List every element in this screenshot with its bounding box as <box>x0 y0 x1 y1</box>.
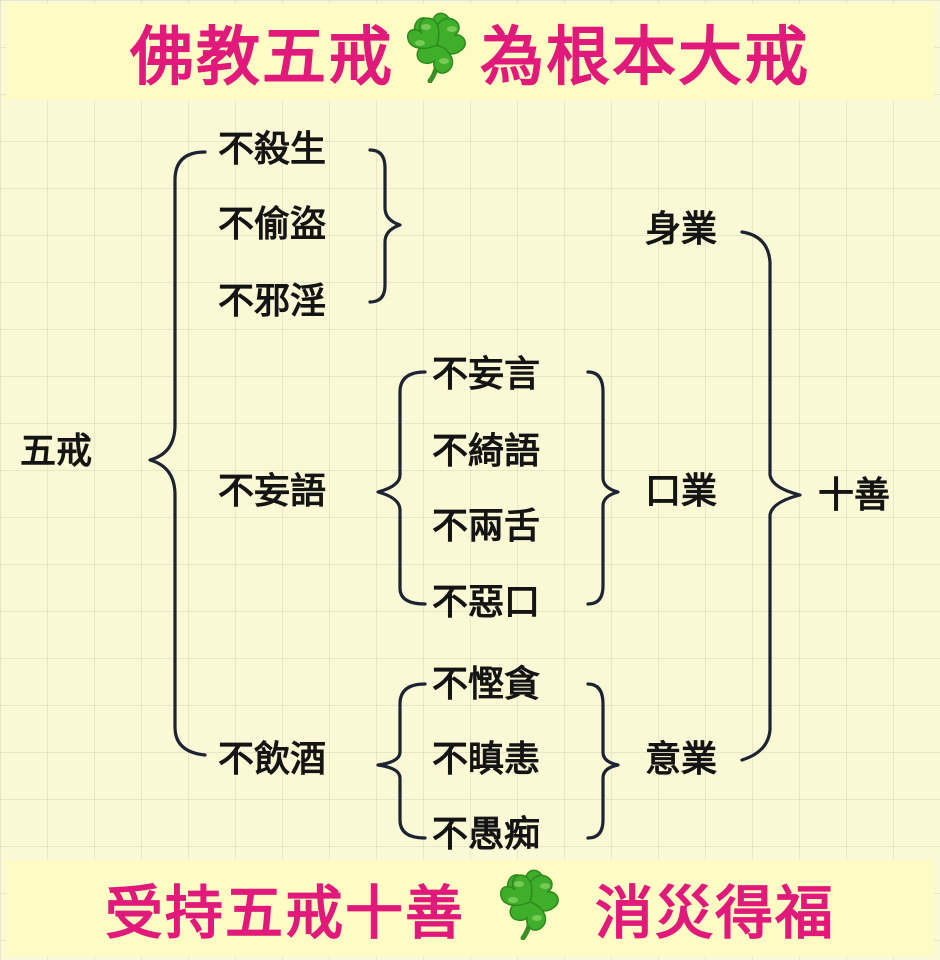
footer-right: 消災得福 <box>595 879 836 947</box>
speech-item-no-false-speech: 不妄言 <box>432 354 541 395</box>
four-leaf-clover-icon <box>493 862 567 954</box>
speech-item-no-divisive-speech: 不兩舌 <box>432 506 541 547</box>
mind-right-brace <box>586 682 620 840</box>
footer-banner: 受持五戒十善 消災得福 <box>6 860 934 956</box>
karma-brace <box>740 230 802 762</box>
title-banner: 佛教五戒 為根本大戒 <box>6 4 934 100</box>
speech-left-brace <box>376 370 427 606</box>
karma-speech: 口業 <box>645 471 718 512</box>
speech-right-brace <box>586 370 620 606</box>
mind-item-no-greed: 不慳貪 <box>432 664 541 705</box>
four-leaf-clover-icon <box>400 5 474 99</box>
title-left: 佛教五戒 <box>130 21 394 95</box>
karma-body: 身業 <box>645 209 718 250</box>
precept-no-lying: 不妄語 <box>218 471 327 512</box>
precept-no-sexual-misconduct: 不邪淫 <box>218 281 327 322</box>
title-right: 為根本大戒 <box>480 21 810 95</box>
footer-left: 受持五戒十善 <box>104 879 465 947</box>
body-precepts-brace <box>368 148 402 304</box>
root-brace <box>148 150 207 757</box>
speech-item-no-harsh-speech: 不惡口 <box>432 582 541 623</box>
result-label: 十善 <box>818 475 891 516</box>
precept-no-intoxicants: 不飲酒 <box>218 739 327 780</box>
precept-no-stealing: 不偷盜 <box>218 204 327 245</box>
mind-item-no-ignorance: 不愚痴 <box>432 814 541 855</box>
mind-left-brace <box>376 682 427 840</box>
karma-mind: 意業 <box>645 739 718 780</box>
precept-no-killing: 不殺生 <box>218 129 327 170</box>
mind-item-no-anger: 不瞋恚 <box>432 739 541 780</box>
speech-item-no-frivolous-speech: 不綺語 <box>432 431 541 472</box>
root-label: 五戒 <box>20 431 93 472</box>
